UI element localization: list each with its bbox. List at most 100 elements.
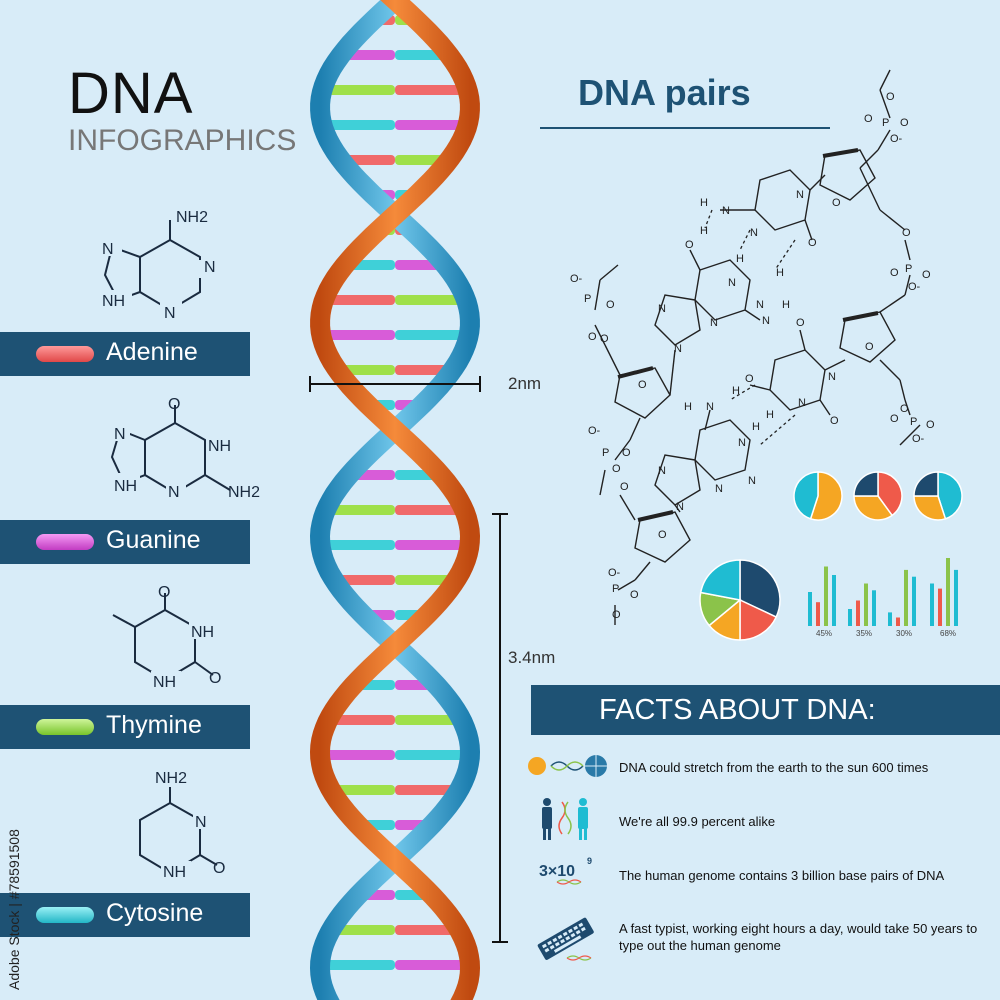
atom-label: H [776, 267, 784, 279]
atom-label: H [782, 299, 790, 311]
bar [848, 609, 852, 626]
bar [904, 569, 908, 626]
charts: 45% 35% 30% 68% [699, 471, 963, 641]
base-pair-right [395, 120, 468, 130]
guanine-nh2: NH2 [228, 484, 260, 501]
base-pair-right [395, 330, 469, 340]
bar [864, 583, 868, 626]
atom-label: H [732, 385, 740, 397]
bar-chart [808, 558, 958, 626]
atom-label: O [886, 91, 895, 103]
bar-percent-1: 45% [816, 629, 832, 638]
bar [930, 583, 934, 626]
facts-title: FACTS ABOUT DNA: [599, 694, 876, 726]
pie-3-slice [913, 495, 947, 521]
cytosine-nh: NH [163, 864, 186, 881]
atom-label: O [630, 589, 639, 601]
pie-4-slice [739, 598, 778, 641]
atom-label: N [728, 277, 736, 289]
base-pair-left [320, 540, 395, 550]
bar-percent-3: 30% [896, 629, 912, 638]
cytosine-o: O [213, 860, 225, 877]
width-label: 2nm [508, 374, 542, 393]
base-pair-right [395, 715, 462, 725]
atom-label: H [700, 225, 708, 237]
guanine-o: O [168, 396, 180, 413]
bar [832, 575, 836, 626]
atom-label: O- [588, 425, 601, 437]
page-subtitle: INFOGRAPHICS [68, 124, 297, 157]
fact-icons: 3×10 9 [528, 755, 607, 961]
pie-2-slice [877, 471, 903, 517]
atom-label: H [766, 409, 774, 421]
base-pair-left [324, 295, 395, 305]
thymine-structure: O NH O NH [112, 585, 221, 691]
atom-label: O [796, 317, 805, 329]
bar [856, 600, 860, 626]
adenine-nh: NH [102, 293, 125, 310]
page-title: DNA [68, 61, 194, 126]
base-pair-left [320, 750, 395, 760]
thymine-nh1: NH [191, 624, 214, 641]
atom-label: N [738, 437, 746, 449]
bar [872, 590, 876, 626]
base-label-text: Thymine [106, 711, 202, 739]
people-icon [542, 798, 588, 840]
adenine-pill [36, 346, 94, 362]
keyboard-icon [537, 917, 594, 960]
pitch-label: 3.4nm [508, 648, 556, 667]
adenine-n1: N [204, 259, 216, 276]
atom-label: N [828, 371, 836, 383]
atom-label: O [638, 379, 647, 391]
atom-label: P [910, 416, 917, 428]
atom-label: P [584, 293, 591, 305]
base-pair-right [395, 785, 460, 795]
cytosine-n: N [195, 814, 207, 831]
atom-label: N [798, 397, 806, 409]
atom-label: O- [570, 273, 583, 285]
atom-label: N [748, 475, 756, 487]
pie-2-slice [853, 471, 879, 497]
atom-label: O [620, 481, 629, 493]
pie-4-slice [739, 559, 781, 619]
bar [938, 588, 942, 626]
bar [912, 576, 916, 626]
bar [816, 602, 820, 626]
fact-2: We're all 99.9 percent alike [619, 814, 776, 829]
base-label-text: Guanine [106, 526, 201, 554]
base-pair-right [395, 925, 460, 935]
dna-pairs-diagram: H N H N N O O H N N H H N N N N O P O- O… [570, 69, 935, 625]
pie-1-slice [793, 471, 819, 520]
base-pair-right [395, 85, 468, 95]
adenine-n3: N [164, 305, 176, 322]
bar [954, 569, 958, 626]
atom-label: O [864, 113, 873, 125]
helix-strand-orange [309, 0, 481, 1000]
base-pair-left [325, 505, 395, 515]
atom-label: O [658, 529, 667, 541]
base-pair-left [330, 785, 395, 795]
atom-label: O [890, 413, 899, 425]
atom-label: O [600, 333, 609, 345]
atom-label: O [612, 609, 621, 621]
atom-label: P [882, 117, 889, 129]
dna-pairs-title: DNA pairs [578, 72, 751, 113]
thymine-pill [36, 719, 94, 735]
atom-label: N [722, 205, 730, 217]
atom-label: O [808, 237, 817, 249]
atom-label: O [612, 463, 621, 475]
pie-charts [699, 471, 963, 641]
base-pair-left [334, 575, 395, 585]
genome-exp-text: 9 [587, 856, 592, 866]
base-label-text: Adenine [106, 338, 198, 366]
dna-pairs-underline [540, 127, 830, 129]
pie-3-slice [937, 471, 963, 520]
base-pair-right [395, 575, 456, 585]
cytosine-structure: NH2 N O NH [139, 770, 225, 881]
atom-label: O [890, 267, 899, 279]
genome-3x10-icon: 3×10 9 [539, 856, 592, 885]
atom-label: N [762, 315, 770, 327]
fact-3: The human genome contains 3 billion base… [619, 868, 945, 883]
atom-label: N [796, 189, 804, 201]
